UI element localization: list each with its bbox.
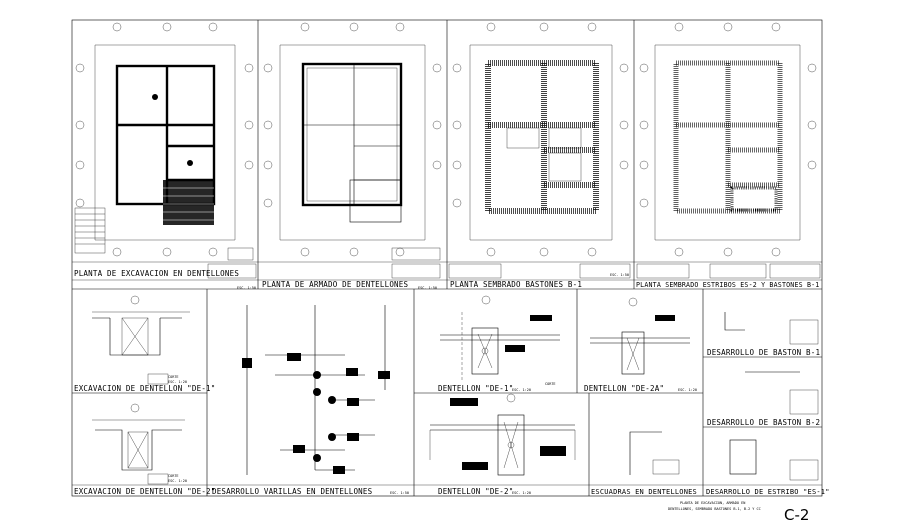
corte-scale-de2: ESC. 1:20 xyxy=(168,479,187,483)
detail-baston-b1 xyxy=(724,312,819,345)
detail-dentellon-de1 xyxy=(440,295,560,380)
caption-baston-b2: DESARROLLO DE BASTON B-2 xyxy=(707,418,820,427)
detail-baston-b2 xyxy=(745,371,819,415)
corte-label-de2: CORTE xyxy=(168,474,179,478)
caption-baston-b1: DESARROLLO DE BASTON B-1 xyxy=(707,348,820,357)
detail-dentellon-de2a xyxy=(590,297,690,375)
sheet-number: C-2 xyxy=(784,506,809,524)
corte-scale-de1: ESC. 1:20 xyxy=(168,380,187,384)
scale-dentellon-de2a: ESC. 1:20 xyxy=(678,388,697,392)
plan-sembrado-b1 xyxy=(448,22,631,279)
caption-dentellon-de2: DENTELLON "DE-2" xyxy=(438,487,513,496)
corte-label-de1: CORTE xyxy=(168,375,179,379)
plan-sembrado-es2 xyxy=(636,22,821,279)
plan-excavacion xyxy=(74,22,257,279)
plan-armado xyxy=(263,22,442,279)
caption-estribo-es1: DESARROLLO DE ESTRIBO "ES-1" xyxy=(706,488,830,496)
scale-dentellon-de2: ESC. 1:20 xyxy=(512,491,531,495)
scale-desarrollo-varillas: ESC. 1:50 xyxy=(390,491,409,495)
corte-label-dentellon: CORTE xyxy=(545,382,556,386)
scale-planta-armado: ESC. 1:50 xyxy=(418,286,437,290)
caption-dentellon-de1: DENTELLON "DE-1" xyxy=(438,384,513,393)
scale-dentellon-de1: ESC. 1:20 xyxy=(512,388,531,392)
caption-dentellon-de2a: DENTELLON "DE-2A" xyxy=(584,384,664,393)
sheet-title-line-2: DENTELLONES, SEMBRADO BASTONES B-1, B-2 … xyxy=(668,507,761,511)
detail-excavacion-de2 xyxy=(92,403,185,485)
detail-estribo-es1 xyxy=(729,439,819,481)
caption-sembrado-es2: PLANTA SEMBRADO ESTRIBOS ES-2 Y BASTONES… xyxy=(636,281,819,289)
sheet-title-line-1: PLANTA DE EXCAVACION, ARMADO EN xyxy=(680,501,745,505)
detail-excavacion-de1 xyxy=(92,295,190,385)
caption-planta-excavacion: PLANTA DE EXCAVACION EN DENTELLONES xyxy=(74,269,239,278)
scale-sembrado-b1: ESC. 1:50 xyxy=(610,273,629,277)
detail-dentellon-de2 xyxy=(429,393,576,476)
caption-escuadras: ESCUADRAS EN DENTELLONES xyxy=(591,488,697,496)
caption-excavacion-de2: EXCAVACION DE DENTELLON "DE-2" xyxy=(74,487,215,496)
caption-planta-armado: PLANTA DE ARMADO DE DENTELLONES xyxy=(262,280,408,289)
detail-desarrollo-varillas xyxy=(242,305,390,475)
caption-sembrado-b1: PLANTA SEMBRADO BASTONES B-1 xyxy=(450,280,582,289)
detail-escuadras xyxy=(629,431,680,475)
scale-planta-excavacion: ESC. 1:50 xyxy=(237,286,256,290)
caption-desarrollo-varillas: DESARROLLO VARILLAS EN DENTELLONES xyxy=(212,487,373,496)
caption-excavacion-de1: EXCAVACION DE DENTELLON "DE-1" xyxy=(74,384,215,393)
